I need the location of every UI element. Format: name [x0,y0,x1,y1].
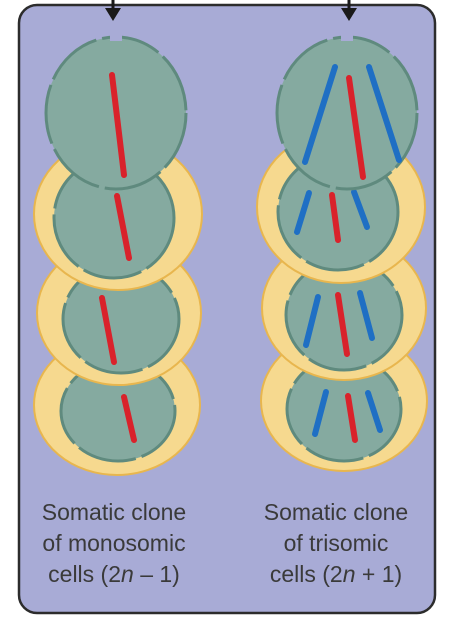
caption-line: of monosomic [14,528,214,559]
trisomic-clone-caption: Somatic clone of trisomic cells (2n + 1) [236,497,436,590]
monosomic-cell-1 [46,37,186,189]
trisomic-clone-stack [257,37,427,471]
monosomic-clone-stack [34,37,202,475]
caption-line: Somatic clone [236,497,436,528]
caption-line: of trisomic [236,528,436,559]
monosomic-clone-caption: Somatic clone of monosomic cells (2n – 1… [14,497,214,590]
trisomic-cell-1 [277,37,417,189]
caption-line: Somatic clone [14,497,214,528]
caption-line: cells (2n – 1) [14,559,214,590]
caption-line: cells (2n + 1) [236,559,436,590]
